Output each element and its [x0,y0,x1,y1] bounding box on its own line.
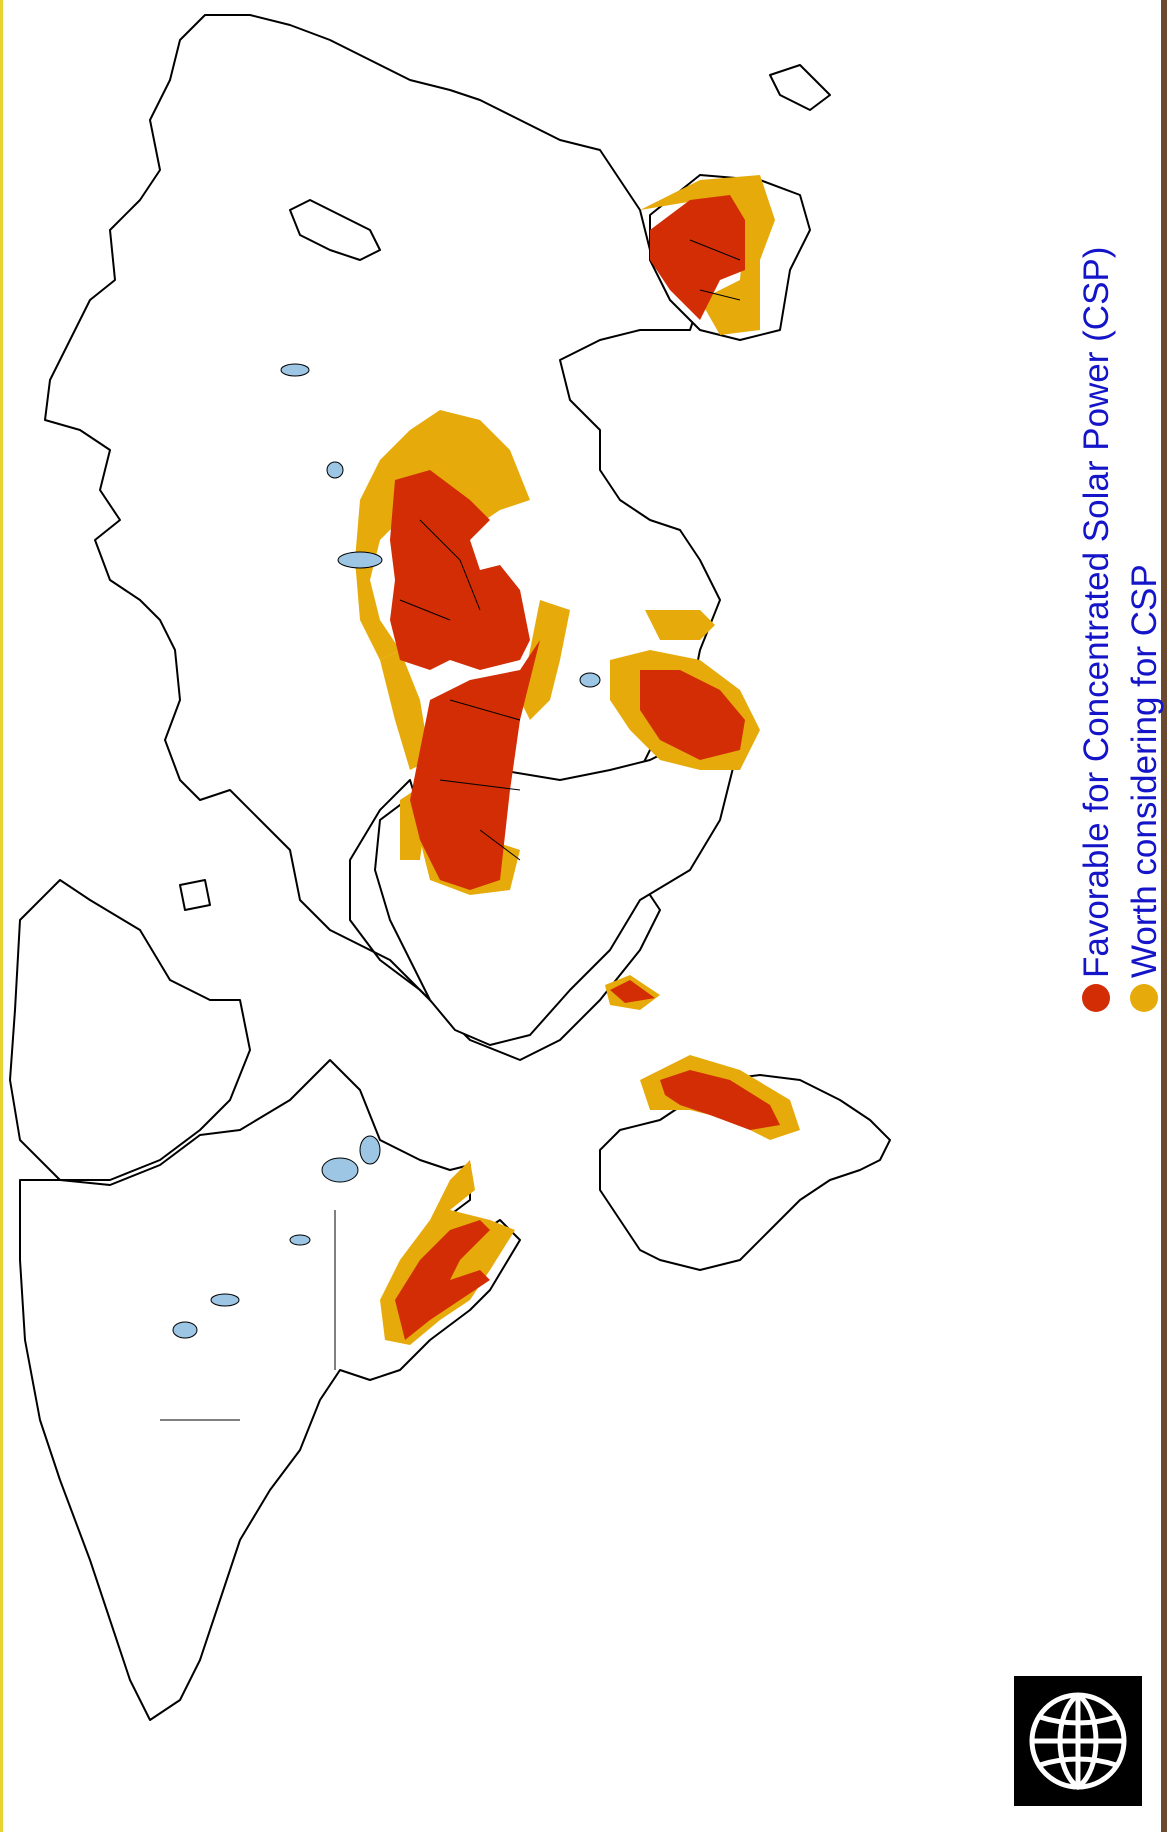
country-borders [160,239,741,1421]
lake-victoria [579,672,601,688]
favorable-zone-andes [660,1070,780,1130]
world-bank-logo [1014,1676,1142,1806]
worth-zone-east-africa [520,600,570,720]
favorable-zone-sahara [410,640,540,890]
water-layer [172,363,601,1339]
border-us-canada [160,1210,336,1421]
north-america-landmass [19,1059,521,1721]
great-slave-lake [210,1293,240,1307]
greenland-landmass [9,879,251,1181]
lake-winnipeg [289,1234,311,1246]
worth-zone-madagascar [645,610,715,640]
border-africa-1 [439,699,521,861]
worth-zone-sahel-north [380,650,430,770]
great-lakes-1 [321,1157,359,1183]
legend-label-worth: Worth considering for CSP [1124,564,1164,978]
iceland-landmass [179,879,211,911]
lake-balkhash [280,363,310,377]
map-legend: Favorable for Concentrated Solar Power (… [1072,112,1167,1012]
legend-item-worth: Worth considering for CSP [1120,112,1167,1012]
japan-landmass [289,199,381,261]
new-zealand-landmass [769,64,831,111]
worth-swatch-icon [1130,984,1158,1012]
globe-icon [1029,1692,1127,1791]
great-lakes-2 [359,1135,381,1165]
aral-sea [326,461,344,479]
worth-zone-middle-east [355,410,530,660]
favorable-swatch-icon [1082,984,1110,1012]
great-bear-lake [172,1321,198,1339]
favorable-zone-brazil-ne [610,980,655,1003]
caspian-sea [337,551,383,569]
legend-label-favorable: Favorable for Concentrated Solar Power (… [1076,246,1116,978]
csp-favorable-zones [390,195,780,1340]
favorable-zone-australia [650,195,745,320]
favorable-zone-us-southwest [395,1220,490,1340]
favorable-zone-middle-east [390,470,530,670]
border-australia [689,239,741,301]
legend-item-favorable: Favorable for Concentrated Solar Power (… [1072,112,1120,1012]
border-middle-east [399,519,481,621]
favorable-zone-southern-africa [640,670,745,760]
